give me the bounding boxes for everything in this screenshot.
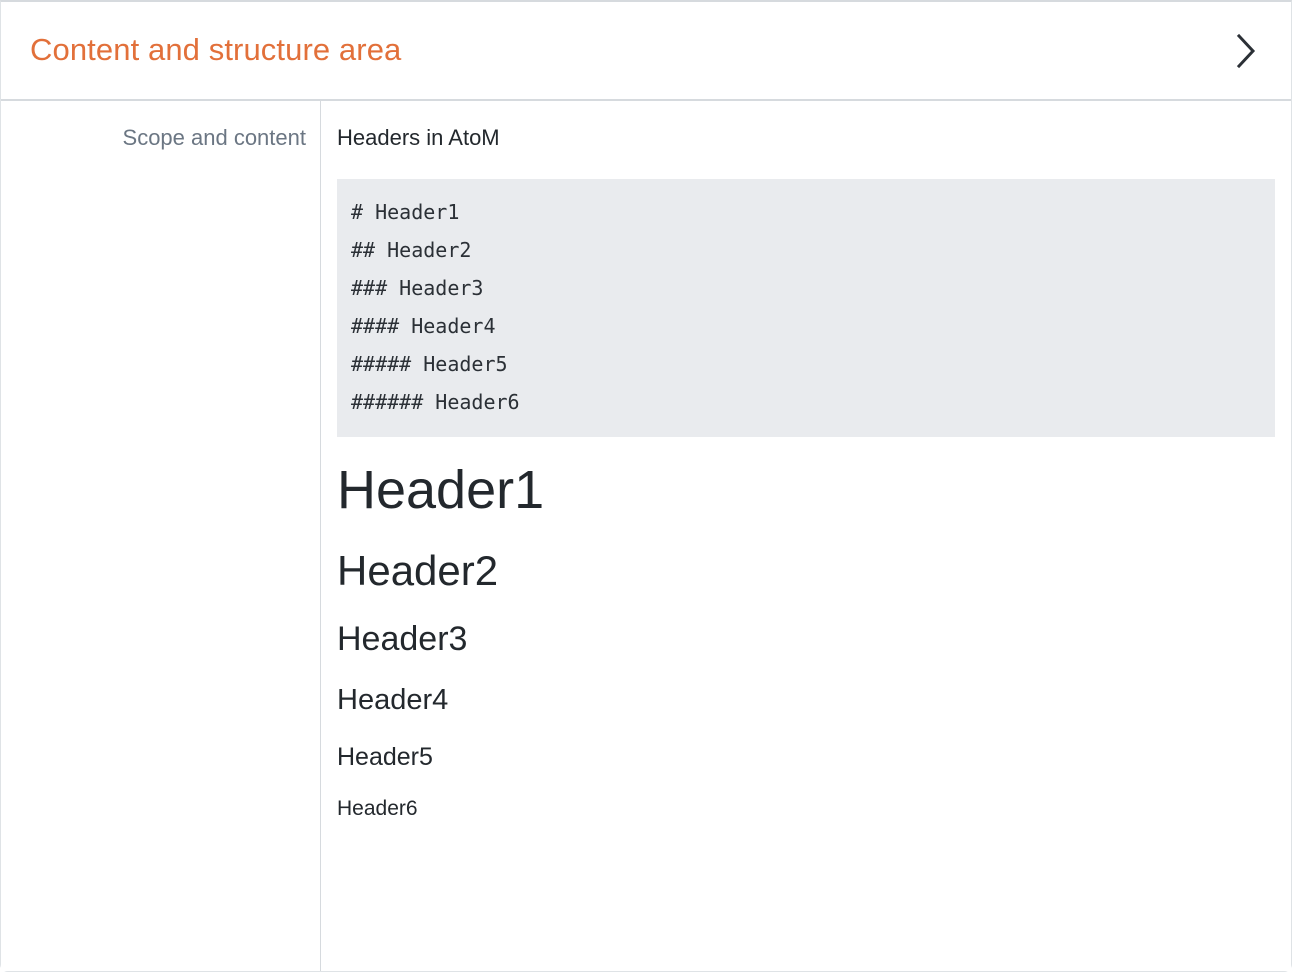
code-line: ###### Header6 bbox=[351, 389, 520, 414]
panel-collapse-toggle-button[interactable] bbox=[1223, 28, 1269, 74]
code-line: ### Header3 bbox=[351, 275, 484, 300]
code-line: # Header1 bbox=[351, 199, 460, 224]
code-line: ##### Header5 bbox=[351, 351, 508, 376]
field-value-column: Headers in AtoM # Header1 ## Header2 ###… bbox=[321, 101, 1291, 971]
rendered-heading-level-4: Header4 bbox=[337, 684, 449, 717]
markdown-code-block: # Header1 ## Header2 ### Header3 #### He… bbox=[337, 178, 1275, 437]
code-line: #### Header4 bbox=[351, 313, 496, 338]
rendered-heading-level-5: Header5 bbox=[337, 742, 433, 771]
rendered-heading-level-6: Header6 bbox=[337, 796, 418, 820]
page-title: Content and structure area bbox=[30, 32, 402, 68]
rendered-heading-level-3: Header3 bbox=[337, 619, 468, 658]
rendered-heading-level-1: Header1 bbox=[337, 459, 545, 520]
rendered-headings-preview: Header1 Header2 Header3 Header4 Header5 … bbox=[337, 459, 1275, 832]
code-line: ## Header2 bbox=[351, 237, 472, 262]
chevron-right-icon bbox=[1233, 31, 1259, 71]
rendered-heading-level-2: Header2 bbox=[337, 547, 499, 595]
value-title: Headers in AtoM bbox=[337, 125, 500, 150]
panel-header: Content and structure area bbox=[1, 2, 1291, 101]
panel-body: Scope and content Headers in AtoM # Head… bbox=[1, 101, 1291, 971]
field-label-scope-and-content: Scope and content bbox=[122, 125, 306, 150]
field-label-column: Scope and content bbox=[1, 101, 321, 971]
